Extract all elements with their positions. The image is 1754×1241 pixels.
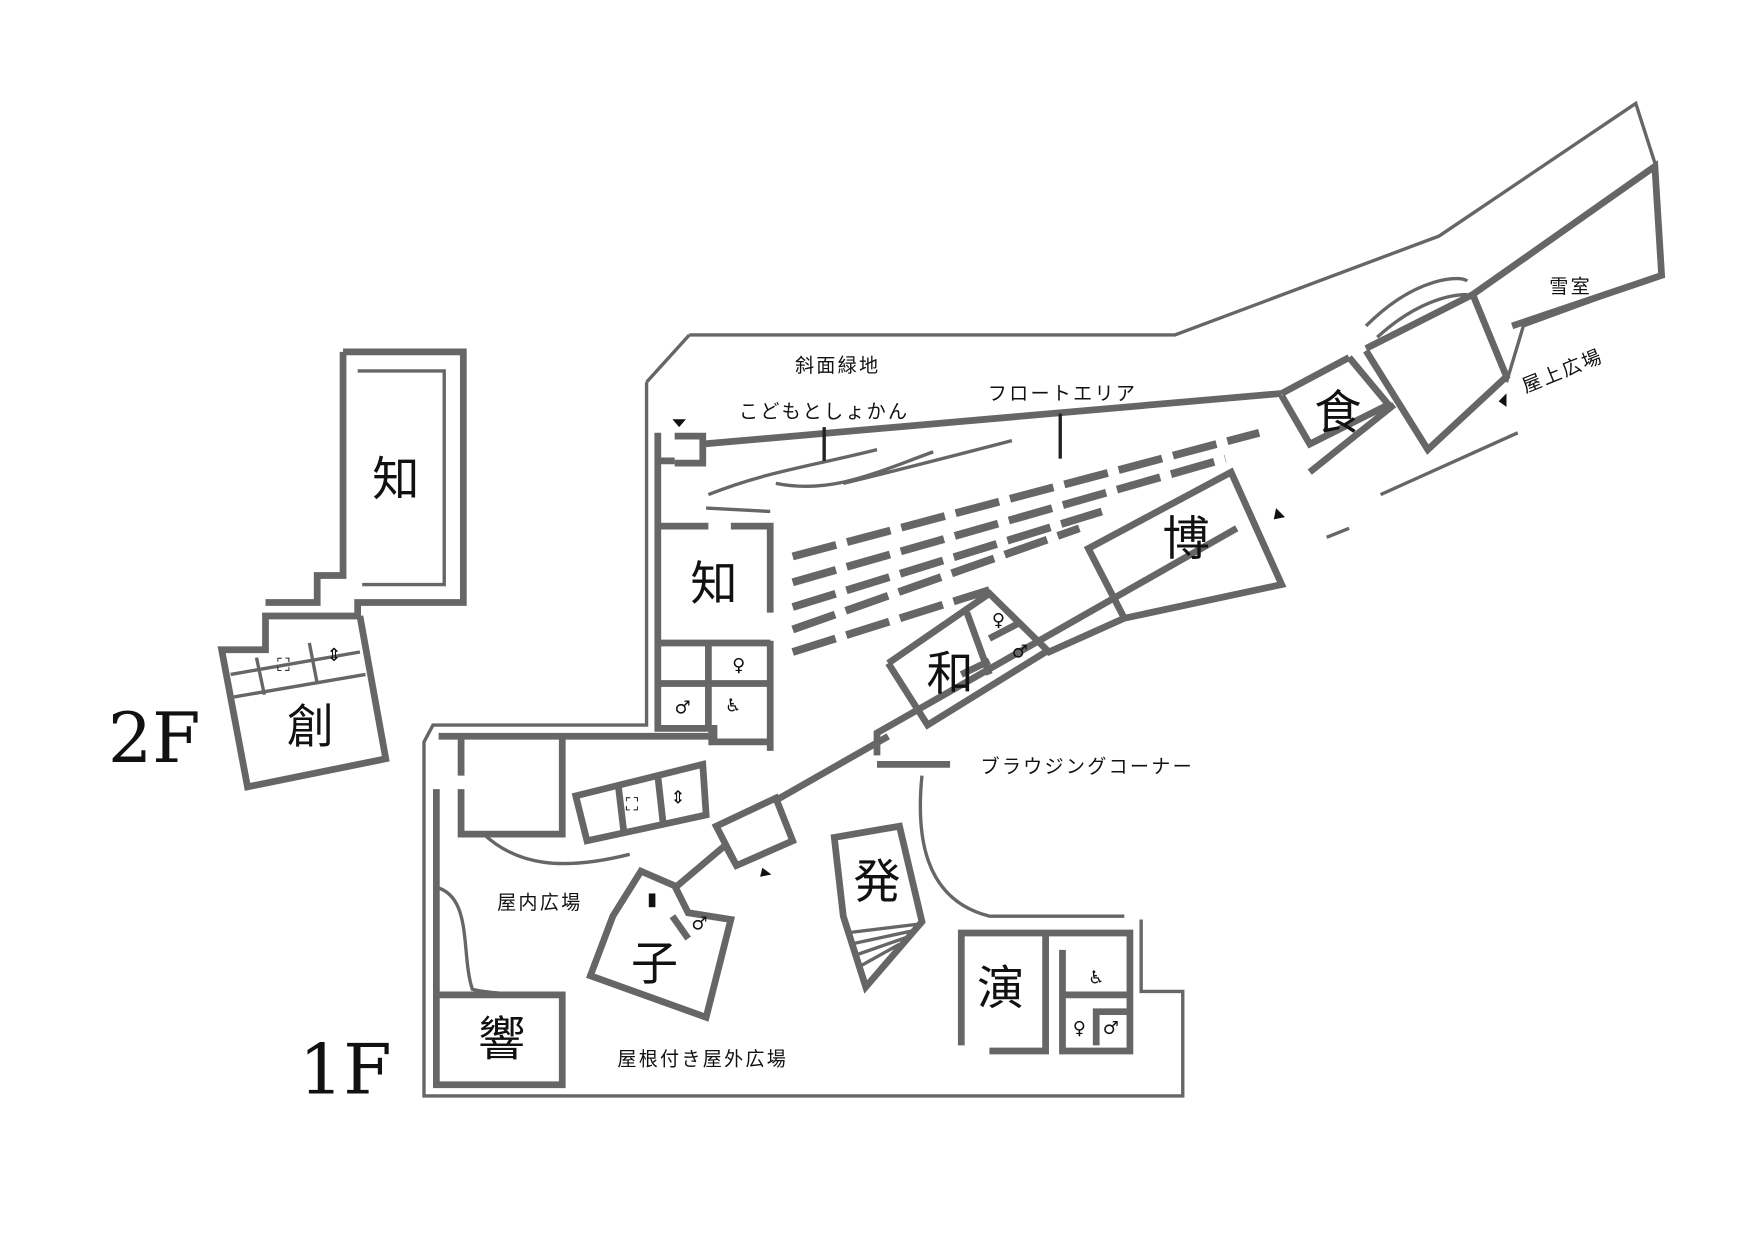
floor-2f: 知 創 ⛶ ⇕ <box>217 348 467 791</box>
womens-restroom-icon: ♀ <box>732 655 745 676</box>
room-setsushitsu[interactable]: 雪室 <box>1549 275 1592 298</box>
room-shoku[interactable]: 食 <box>1314 386 1361 441</box>
room-en[interactable]: 演 <box>977 962 1024 1017</box>
elevator-icon: ⇕ <box>327 645 342 666</box>
womens-restroom-icon: ♀ <box>1073 1018 1086 1039</box>
floor-label-2f: 2F <box>108 698 201 779</box>
room-so[interactable]: 創 <box>287 700 334 755</box>
mens-restroom-icon: ♂ <box>674 698 690 719</box>
room-ko[interactable]: 子 <box>631 937 678 992</box>
label-okunai-hiroba: 屋内広場 <box>497 891 582 914</box>
room-hibiki[interactable]: 響 <box>478 1012 525 1067</box>
label-browsing-corner: ブラウジングコーナー <box>980 755 1193 778</box>
room-chi-2f[interactable]: 知 <box>372 452 419 507</box>
stairs-icon: ⛶ <box>277 655 290 676</box>
label-float-area: フロートエリア <box>988 382 1137 405</box>
room-wa[interactable]: 和 <box>926 647 973 702</box>
label-okujo-hiroba: 屋上広場 <box>1519 344 1607 397</box>
baby-changing-icon: ♂ <box>691 914 707 935</box>
stairs-icon: ⛶ <box>626 794 639 815</box>
label-shamen-ryokuchi: 斜面緑地 <box>795 354 880 377</box>
leader-lines <box>822 413 1062 461</box>
accessible-restroom-icon: ♿ <box>725 695 741 716</box>
womens-restroom-icon: ♀ <box>992 610 1005 631</box>
room-hatsu[interactable]: 発 <box>853 855 900 910</box>
room-chi-1f[interactable]: 知 <box>690 557 737 612</box>
floor-1f <box>422 100 1666 1098</box>
mens-restroom-icon: ♂ <box>1103 1018 1119 1039</box>
room-haku[interactable]: 博 <box>1163 512 1210 567</box>
nursing-bottle-icon: ▮ <box>647 889 657 910</box>
label-yanetsuki-okugai-hiroba: 屋根付き屋外広場 <box>617 1047 788 1070</box>
label-kodomo-toshokan: こどもとしょかん <box>739 400 909 423</box>
mens-restroom-icon: ♂ <box>1012 641 1028 662</box>
accessible-restroom-icon: ♿ <box>1088 967 1104 988</box>
elevator-icon: ⇕ <box>671 788 686 809</box>
floor-label-1f: 1F <box>299 1030 392 1111</box>
